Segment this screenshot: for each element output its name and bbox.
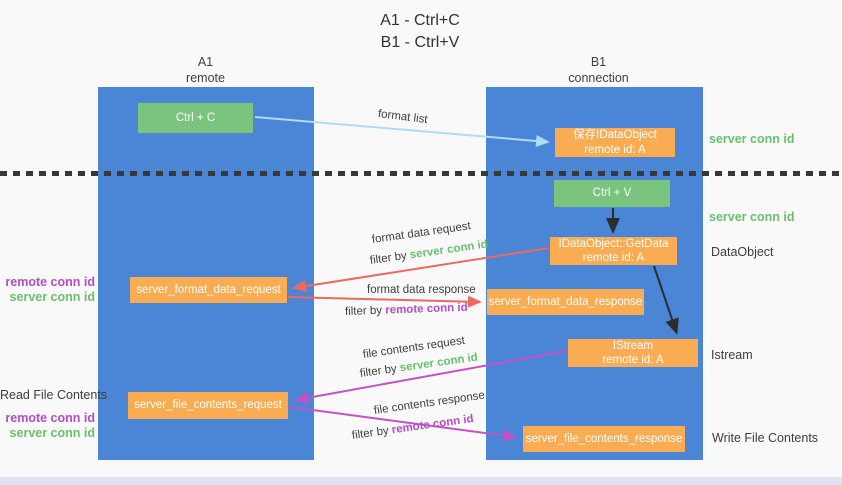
annotation-write-file-contents: Write File Contents: [712, 431, 819, 445]
lane-b1-subtitle: connection: [568, 70, 629, 85]
node-getdata-line2: remote id: A: [582, 252, 645, 264]
edge-label-filter-by-remote-conn-id-2: filter by remote conn id: [351, 413, 474, 442]
node-save-idataobject-line1: 保存IDataObject: [573, 129, 657, 142]
bottom-edge-bar: [0, 477, 842, 485]
arrow-format-data-response: [287, 295, 482, 308]
node-idataobject-getdata: IDataObject::GetData remote id: A: [550, 237, 677, 265]
annotation-read-file-contents: Read File Contents: [0, 388, 108, 402]
annotation-remote-conn-id-left-2: remote conn id: [5, 411, 95, 425]
node-ctrl-v: Ctrl + V: [554, 180, 670, 207]
node-ctrl-c: Ctrl + C: [138, 103, 253, 133]
node-save-idataobject: 保存IDataObject remote id: A: [555, 128, 675, 157]
node-server-format-data-request: server_format_data_request: [130, 277, 287, 303]
edge-label-format-list: format list: [377, 108, 429, 127]
filter-by-highlight-4: remote conn id: [391, 412, 475, 437]
annotation-remote-conn-id-left-1: remote conn id: [5, 275, 95, 289]
filter-by-prefix-4: filter by: [351, 424, 393, 442]
lane-header-a1: A1 remote: [148, 55, 263, 86]
annotation-server-conn-id-left-2: server conn id: [9, 426, 95, 440]
lane-header-b1: B1 connection: [541, 55, 656, 86]
filter-by-highlight-2: remote conn id: [385, 301, 468, 317]
filter-by-highlight-1: server conn id: [409, 238, 489, 262]
lane-a1-subtitle: remote: [186, 70, 225, 85]
node-istream: IStream remote id: A: [568, 339, 698, 367]
node-server-file-contents-request: server_file_contents_request: [128, 392, 288, 419]
title-line-1: A1 - Ctrl+C: [380, 12, 460, 29]
annotation-server-conn-id-top-right: server conn id: [709, 132, 795, 146]
filter-by-prefix-3: filter by: [359, 362, 401, 380]
filter-by-prefix-2: filter by: [344, 304, 386, 318]
annotation-dataobject: DataObject: [711, 245, 774, 259]
edge-label-format-data-response: format data response: [367, 284, 476, 296]
node-server-file-contents-response: server_file_contents_response: [523, 426, 685, 452]
node-getdata-line1: IDataObject::GetData: [558, 237, 669, 250]
annotation-server-conn-id-mid-right: server conn id: [709, 210, 795, 224]
annotation-server-conn-id-left-1: server conn id: [9, 290, 95, 304]
diagram-title: A1 - Ctrl+C B1 - Ctrl+V: [330, 10, 510, 53]
lane-b1-name: B1: [590, 55, 607, 69]
node-istream-line1: IStream: [612, 339, 654, 352]
node-server-format-data-response: server_format_data_response: [487, 289, 644, 315]
node-istream-line2: remote id: A: [602, 354, 664, 366]
annotation-istream: Istream: [711, 348, 753, 362]
session-divider-dotted-line: [0, 171, 842, 176]
title-line-2: B1 - Ctrl+V: [380, 33, 460, 51]
node-save-idataobject-line2: remote id: A: [584, 143, 646, 156]
filter-by-highlight-3: server conn id: [399, 351, 479, 375]
lane-a1-name: A1: [197, 55, 214, 69]
edge-label-filter-by-remote-conn-id-1: filter by remote conn id: [345, 302, 468, 318]
filter-by-prefix-1: filter by: [369, 249, 411, 267]
